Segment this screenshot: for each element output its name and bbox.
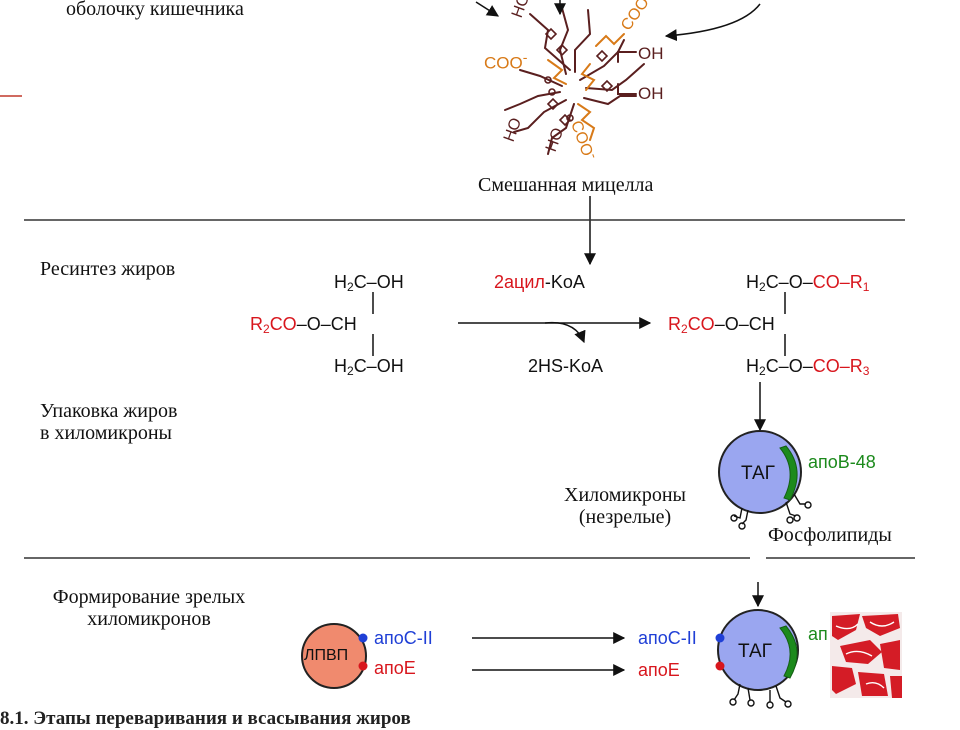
immature-label-2: (незрелые)	[578, 506, 672, 528]
arrow-to-micelle-right	[664, 3, 761, 42]
maturation-label-1: Формирование зрелых	[52, 586, 246, 608]
histology-thumbnail	[830, 612, 902, 698]
maturation-label-2: хиломикронов	[87, 608, 211, 630]
micelle-oh-2: OH	[638, 84, 664, 103]
mature-apo-partial: ап	[808, 624, 828, 644]
figure-caption: 8.1. Этапы переваривания и всасывания жи…	[0, 708, 411, 729]
mixed-micelle	[504, 7, 645, 155]
arrow-to-micelle-left	[475, 1, 500, 17]
micelle-label: Смешанная мицелла	[478, 174, 654, 196]
chylomicron-core-label: ТАГ	[741, 463, 775, 484]
micelle-coo-left: COO-	[484, 50, 528, 73]
mature-core-label: ТАГ	[738, 641, 772, 662]
hs-coa-product: 2HS-KoA	[528, 356, 604, 376]
acyl-coa-reagent: 2ацил-KoA	[494, 272, 585, 292]
hdl-apo-c2: апоC-II	[374, 628, 433, 648]
phospholipids-label: Фосфолипиды	[768, 524, 892, 546]
micelle-oh-1: OH	[638, 44, 664, 63]
mg-bottom: H2C–OH	[334, 356, 404, 378]
hdl-particle	[301, 623, 368, 689]
apo-b48-label: апоB-48	[808, 452, 876, 472]
membrane-caption: оболочку кишечника	[66, 0, 244, 20]
chylomicron-mature	[715, 609, 799, 709]
chylomicron-immature	[718, 430, 812, 530]
hdl-label: ЛПВП	[304, 647, 349, 664]
mature-apo-e: апоE	[638, 660, 680, 680]
mg-middle: R2CO–O–CH	[250, 314, 357, 336]
immature-label-1: Хиломикроны	[564, 484, 686, 506]
mature-apo-c2: апоC-II	[638, 628, 697, 648]
tg-middle: R2CO–O–CH	[668, 314, 775, 336]
packaging-label-2: в хиломикроны	[40, 422, 172, 444]
mg-top: H2C–OH	[334, 272, 404, 294]
packaging-label-1: Упаковка жиров	[40, 400, 178, 422]
tg-bottom: H2C–O–CO–R3	[746, 356, 870, 378]
resynthesis-label: Ресинтез жиров	[40, 258, 176, 280]
hdl-apo-e: апоE	[374, 658, 416, 678]
tg-top: H2C–O–CO–R1	[746, 272, 870, 294]
byproduct-arrow	[544, 321, 586, 344]
